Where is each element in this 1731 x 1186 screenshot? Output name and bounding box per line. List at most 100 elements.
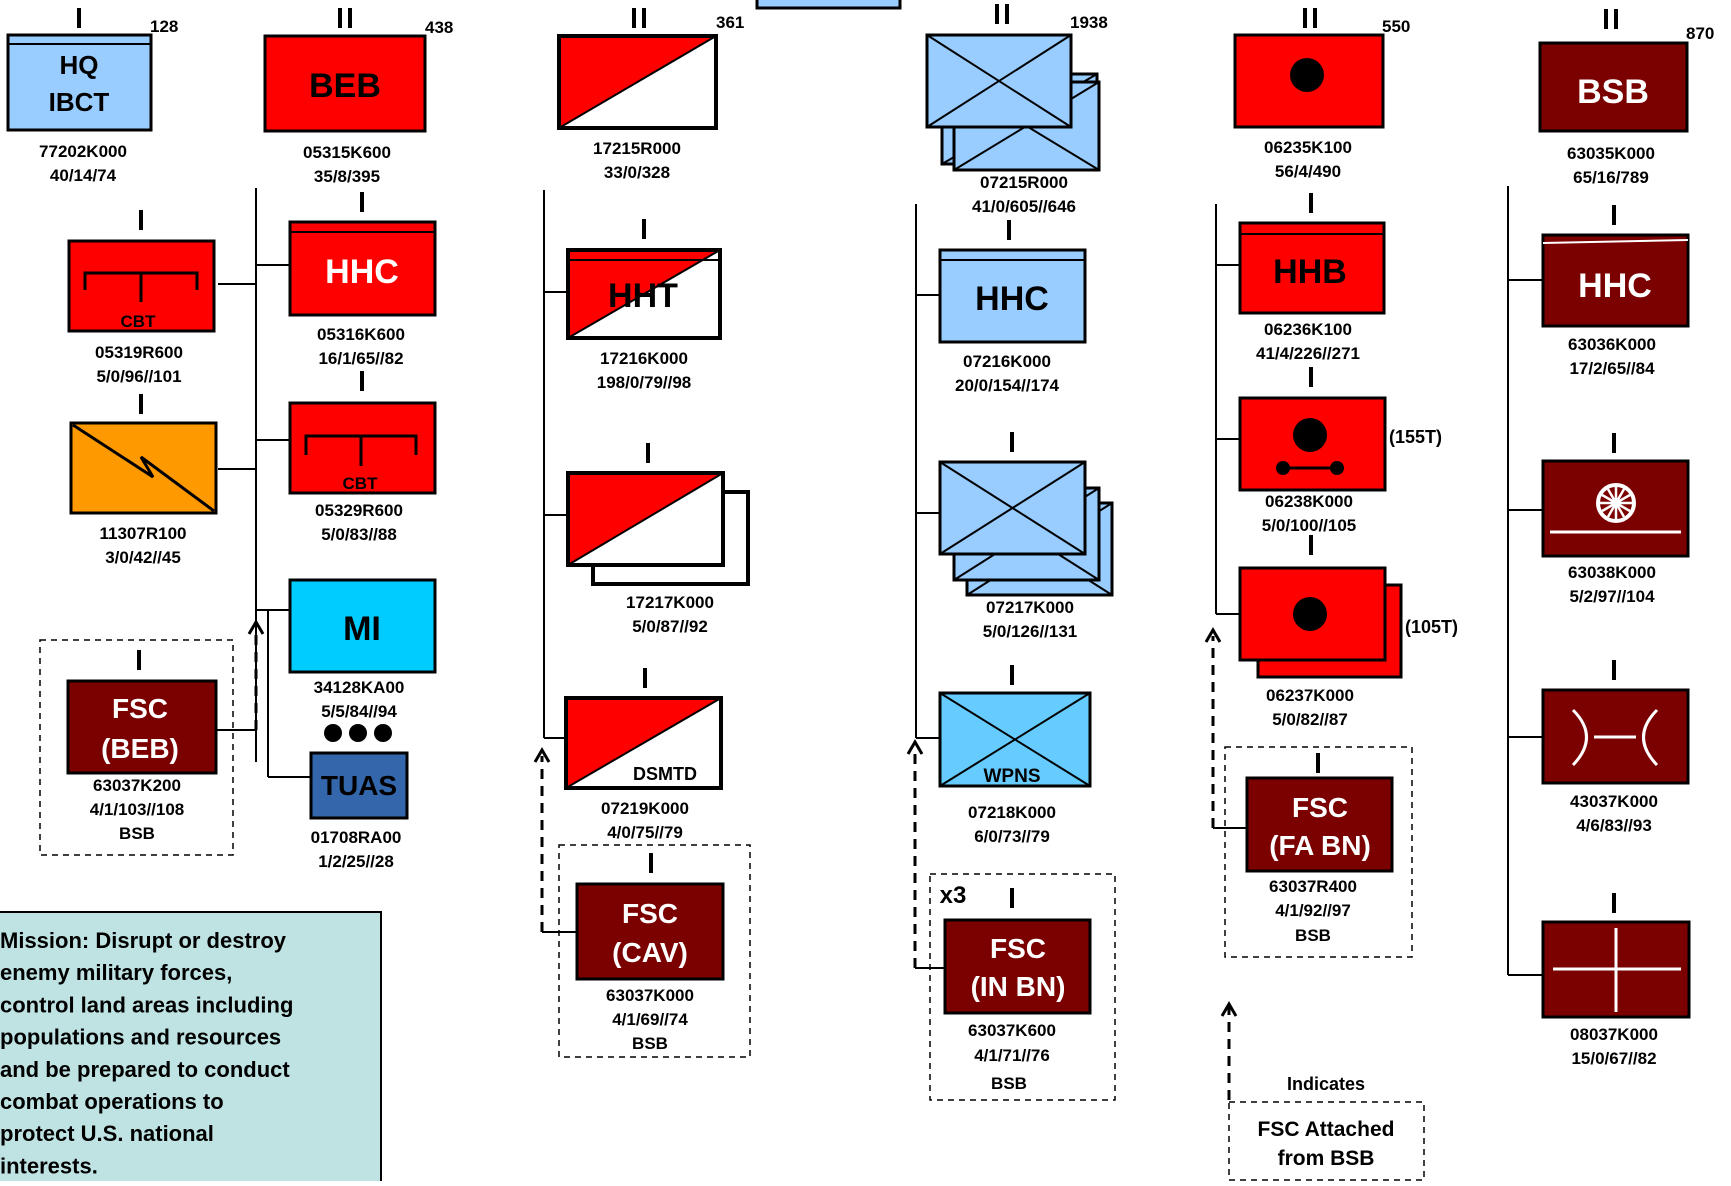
hht-box-border xyxy=(566,248,722,340)
bsb-hhc-label: HHC xyxy=(1578,267,1652,305)
mission-line-5: combat operations to xyxy=(0,1089,224,1114)
trp-strength: 5/0/87//92 xyxy=(632,617,708,636)
cbt2-label: CBT xyxy=(343,474,379,493)
fa155-code: 06238K000 xyxy=(1265,492,1353,511)
dsmtd-strength: 4/0/75//79 xyxy=(607,823,683,842)
fsc-beb-code: 63037K200 xyxy=(93,776,181,795)
wpns-box-cross-b xyxy=(939,692,1091,787)
dist-code: 43037K000 xyxy=(1570,792,1658,811)
legend-line3: from BSB xyxy=(1278,1147,1375,1170)
fa155-echelon-mark xyxy=(1309,367,1313,387)
fa-echelon-mark xyxy=(1303,8,1307,28)
fa155-cannon-icon xyxy=(1293,418,1327,452)
mission-line-1: enemy military forces, xyxy=(0,960,232,985)
fsc-beb-label1: FSC xyxy=(112,693,168,724)
inf-code: 07215R000 xyxy=(980,173,1068,192)
inf-hhc-strength: 20/0/154//174 xyxy=(955,376,1060,395)
cav-strength: 33/0/328 xyxy=(604,163,670,182)
beb-hhc-echelon-mark xyxy=(360,192,364,212)
cav-personnel-count: 361 xyxy=(716,13,744,32)
mission-line-4: and be prepared to conduct xyxy=(0,1057,290,1082)
bsb-hhc-box xyxy=(1541,233,1690,328)
bsb-hhc-header-line xyxy=(1542,239,1689,244)
hht-label: HHT xyxy=(608,277,678,315)
fsc-fa-box xyxy=(1245,776,1394,873)
fsc-in-code: 63037K600 xyxy=(968,1021,1056,1040)
hhb-box xyxy=(1238,221,1386,315)
mission-line-7: interests. xyxy=(0,1153,98,1178)
cav-box-border xyxy=(557,34,718,130)
trp-box-border xyxy=(566,471,725,567)
mission-line-3: populations and resources xyxy=(0,1025,281,1050)
fsc-cav-box xyxy=(575,882,725,981)
fsc-beb-note: BSB xyxy=(119,824,155,843)
fsc-fa-strength: 4/1/92//97 xyxy=(1275,901,1351,920)
tuas-platoon-dot-1 xyxy=(349,724,367,742)
wpns-code: 07218K000 xyxy=(968,803,1056,822)
dsmtd-box-diagonal xyxy=(565,697,722,789)
hq-echelon-mark xyxy=(77,8,81,28)
legend-frame xyxy=(1228,1101,1425,1181)
med-code: 08037K000 xyxy=(1570,1025,1658,1044)
fa105-cannon-icon xyxy=(1293,597,1327,631)
dist-strength: 4/6/83//93 xyxy=(1576,816,1652,835)
inf-hhc-code: 07216K000 xyxy=(963,352,1051,371)
fsc-in-echelon-mark xyxy=(1010,888,1014,908)
fsc-cav-code: 63037K000 xyxy=(606,986,694,1005)
cbt1-strength: 5/0/96//101 xyxy=(96,367,181,386)
fa105-tag: (105T) xyxy=(1405,617,1458,637)
fa155-strength: 5/0/100//105 xyxy=(1262,516,1357,535)
signal-lightning-icon xyxy=(72,423,215,513)
fsc-beb-echelon-mark xyxy=(137,650,141,670)
fa-echelon-mark xyxy=(1313,8,1317,28)
hq-ibct-box xyxy=(6,33,153,132)
cbt1-echelon-mark xyxy=(139,210,143,230)
mi-strength: 5/5/84//94 xyxy=(321,702,397,721)
fsc-in-note: BSB xyxy=(991,1074,1027,1093)
cav-code: 17215R000 xyxy=(593,139,681,158)
fsc-fa-echelon-mark xyxy=(1316,753,1320,773)
dsmtd-echelon-mark xyxy=(643,668,647,688)
fsc-fa-label2: (FA BN) xyxy=(1269,830,1371,861)
bsb-strength: 65/16/789 xyxy=(1573,168,1649,187)
mi-box xyxy=(288,578,437,674)
beb-echelon-mark xyxy=(338,8,342,28)
fsc-in-label2: (IN BN) xyxy=(971,971,1066,1002)
cbt1-box xyxy=(67,239,216,333)
fsc-cav-echelon-mark xyxy=(649,853,653,873)
mi-code: 34128KA00 xyxy=(314,678,405,697)
tuas-code: 01708RA00 xyxy=(311,828,402,847)
dist-bracket-left xyxy=(1571,708,1588,767)
maint-strength: 5/2/97//104 xyxy=(1569,587,1655,606)
inf-hhc-echelon-mark xyxy=(1007,220,1011,240)
fsc-fa-frame xyxy=(1224,746,1413,958)
dist-bracket-right xyxy=(1642,708,1659,767)
maint-code: 63038K000 xyxy=(1568,563,1656,582)
maint-wheel-spoke xyxy=(1601,493,1631,513)
fsc-fa-arrow-head xyxy=(1204,627,1222,643)
inf-hhc-label: HHC xyxy=(975,280,1049,318)
dsmtd-code: 07219K000 xyxy=(601,799,689,818)
trp-echelon-mark xyxy=(646,443,650,463)
fsc-beb-label2: (BEB) xyxy=(101,733,179,764)
tuas-label: TUAS xyxy=(321,770,397,801)
bsb-box xyxy=(1538,41,1689,133)
fa155-tag: (155T) xyxy=(1389,427,1442,447)
hhb-strength: 41/4/226//271 xyxy=(1256,344,1360,363)
hq-label-line1: HQ xyxy=(60,50,99,80)
beb-hhc-strength: 16/1/65//82 xyxy=(318,349,403,368)
inf-strength: 41/0/605//646 xyxy=(972,197,1076,216)
bsb-personnel-count: 870 xyxy=(1686,24,1714,43)
tuas-strength: 1/2/25//28 xyxy=(318,852,394,871)
fsc-in-arrow-head xyxy=(906,739,924,755)
beb-hhc-label: HHC xyxy=(325,253,399,291)
beb-label: BEB xyxy=(309,67,381,105)
inf-box-front-cross-b xyxy=(926,34,1072,128)
mi-label: MI xyxy=(343,610,381,648)
fsc-cav-strength: 4/1/69//74 xyxy=(612,1010,688,1029)
cav-echelon-mark xyxy=(632,8,636,28)
dsmtd-label: DSMTD xyxy=(633,764,697,784)
fsc-cav-arrow-head xyxy=(533,747,551,763)
hq-label-line2: IBCT xyxy=(49,87,110,117)
